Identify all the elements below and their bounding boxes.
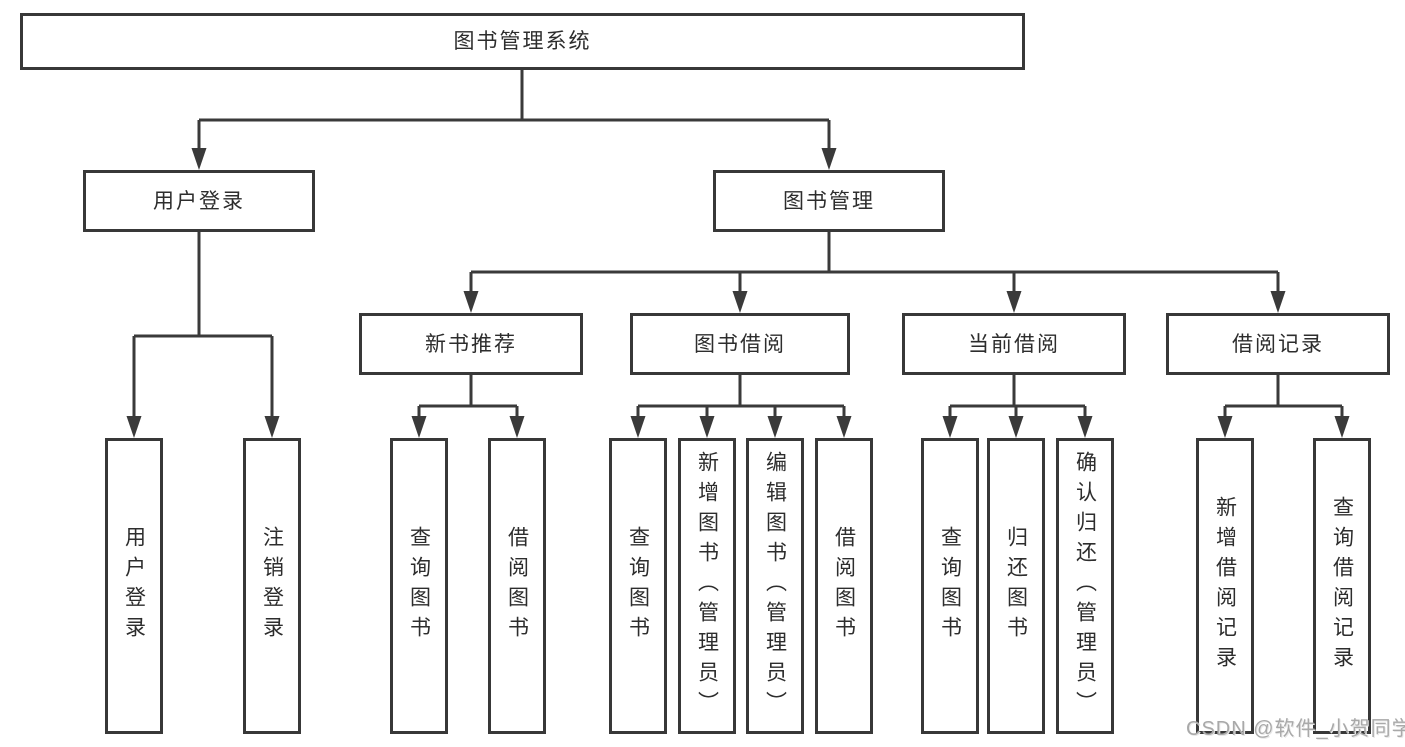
leaf-label: 借阅图书 <box>505 526 529 646</box>
node-book-borrowing: 图书借阅 <box>630 313 850 375</box>
leaf-logout: 注销登录 <box>243 438 301 734</box>
arrowheads-borrow-records-group <box>1217 416 1350 438</box>
wire-book-borrow-group <box>636 375 846 418</box>
wire-current-borrow-group <box>948 375 1087 418</box>
leaf-borrow-books-recommend: 借阅图书 <box>488 438 546 734</box>
leaf-add-borrow-record: 新增借阅记录 <box>1196 438 1254 734</box>
leaf-label: 用户登录 <box>122 526 146 646</box>
leaf-label: 查询图书 <box>938 526 962 646</box>
node-label: 图书管理系统 <box>453 30 592 53</box>
node-label: 用户登录 <box>153 189 245 213</box>
leaf-edit-books-admin: 编辑图书（管理员） <box>746 438 804 734</box>
leaf-label: 编辑图书（管理员） <box>763 451 787 721</box>
leaf-label: 查询图书 <box>407 526 431 646</box>
arrowheads-user-login-group <box>126 416 280 438</box>
csdn-watermark: CSDN @软件_小贺同学 <box>1186 718 1405 740</box>
node-label: 借阅记录 <box>1232 332 1324 356</box>
node-book-management: 图书管理 <box>713 170 945 232</box>
wire-root-to-level2 <box>197 70 831 150</box>
leaf-label: 借阅图书 <box>832 526 856 646</box>
leaf-query-books-current: 查询图书 <box>921 438 979 734</box>
wire-user-login-group <box>132 232 274 418</box>
leaf-confirm-return-admin: 确认归还（管理员） <box>1056 438 1114 734</box>
leaf-label: 新增借阅记录 <box>1213 496 1237 676</box>
node-label: 当前借阅 <box>968 332 1060 356</box>
leaf-add-books-admin: 新增图书（管理员） <box>678 438 736 734</box>
node-library-management-system: 图书管理系统 <box>20 13 1025 70</box>
wire-new-book-group <box>417 375 519 418</box>
node-label: 图书管理 <box>783 189 875 213</box>
leaf-user-login: 用户登录 <box>105 438 163 734</box>
leaf-label: 归还图书 <box>1004 526 1028 646</box>
leaf-query-books-borrowing: 查询图书 <box>609 438 667 734</box>
arrowheads-new-book-group <box>411 416 525 438</box>
wire-borrow-records-group <box>1223 375 1344 418</box>
leaf-label: 查询图书 <box>626 526 650 646</box>
node-user-login: 用户登录 <box>83 170 315 232</box>
arrowheads-level3 <box>463 291 1286 313</box>
node-current-borrowing: 当前借阅 <box>902 313 1126 375</box>
leaf-label: 注销登录 <box>260 526 284 646</box>
leaf-label: 新增图书（管理员） <box>695 451 719 721</box>
leaf-label: 查询借阅记录 <box>1330 496 1354 676</box>
leaf-borrow-books: 借阅图书 <box>815 438 873 734</box>
leaf-query-borrow-record: 查询借阅记录 <box>1313 438 1371 734</box>
wire-book-mgmt-to-level3 <box>469 232 1280 293</box>
node-new-book-recommend: 新书推荐 <box>359 313 583 375</box>
leaf-label: 确认归还（管理员） <box>1073 451 1097 721</box>
node-borrowing-records: 借阅记录 <box>1166 313 1390 375</box>
arrowheads-current-borrow-group <box>942 416 1093 438</box>
node-label: 新书推荐 <box>425 332 517 356</box>
arrowheads-level2 <box>191 148 837 170</box>
node-label: 图书借阅 <box>694 332 786 356</box>
arrowheads-book-borrow-group <box>630 416 852 438</box>
leaf-query-books-recommend: 查询图书 <box>390 438 448 734</box>
leaf-return-books: 归还图书 <box>987 438 1045 734</box>
